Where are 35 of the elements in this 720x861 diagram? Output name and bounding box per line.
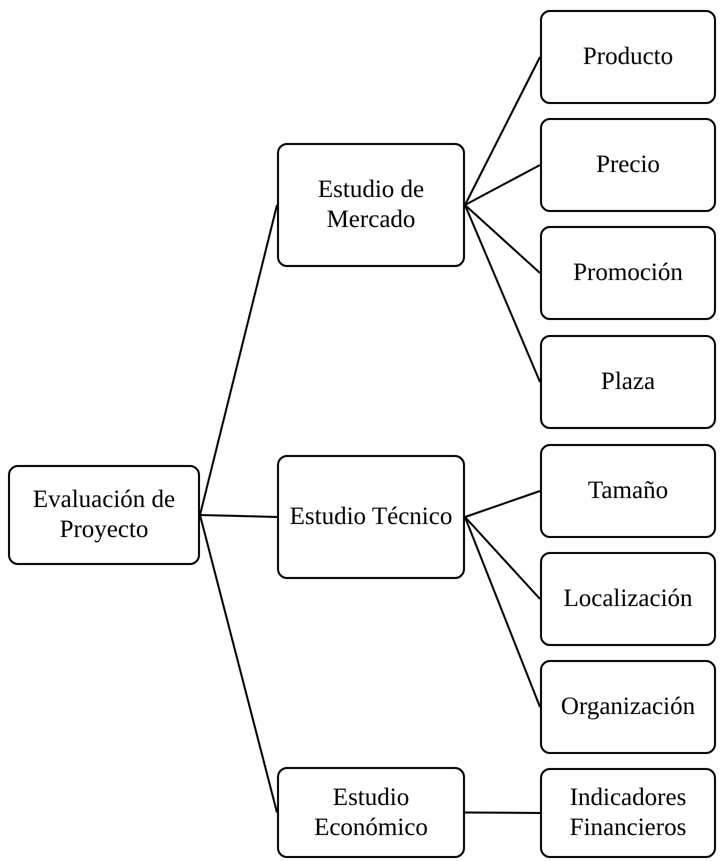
process-box: [540, 552, 716, 646]
box-label: Localización: [563, 584, 693, 614]
connector-line: [464, 490, 540, 518]
box-label: Estudio Técnico: [290, 502, 452, 532]
process-box: [277, 455, 465, 579]
process-box: [540, 444, 716, 538]
process-box: [8, 465, 200, 565]
box-label: Organización: [560, 692, 696, 722]
process-box: [540, 335, 716, 429]
connector-line: [464, 56, 541, 206]
box-label: Precio: [596, 150, 660, 180]
process-box: [540, 10, 716, 104]
connector-line: [464, 204, 541, 274]
box-label: Producto: [582, 42, 674, 72]
box-label: Estudio de Mercado: [316, 175, 426, 235]
process-box: [277, 143, 465, 267]
box-label: Estudio Económico: [313, 782, 429, 842]
box-label: Plaza: [600, 367, 656, 397]
process-box: [540, 768, 716, 858]
connector-line: [464, 204, 541, 382]
box-label: Evaluación de Proyecto: [32, 485, 176, 545]
connector-line: [464, 516, 541, 708]
connector-line: [465, 812, 540, 814]
connector-line: [199, 204, 278, 516]
box-label: Indicadores Financieros: [568, 783, 688, 843]
box-label: Tamaño: [588, 476, 668, 506]
process-box: [277, 767, 465, 858]
process-box: [540, 660, 716, 754]
connector-line: [199, 514, 278, 813]
connector-line: [200, 514, 278, 518]
process-box: [540, 118, 716, 212]
process-box: [540, 226, 716, 320]
connector-line: [464, 516, 541, 600]
connector-line: [464, 164, 540, 206]
box-label: Promoción: [573, 258, 683, 288]
